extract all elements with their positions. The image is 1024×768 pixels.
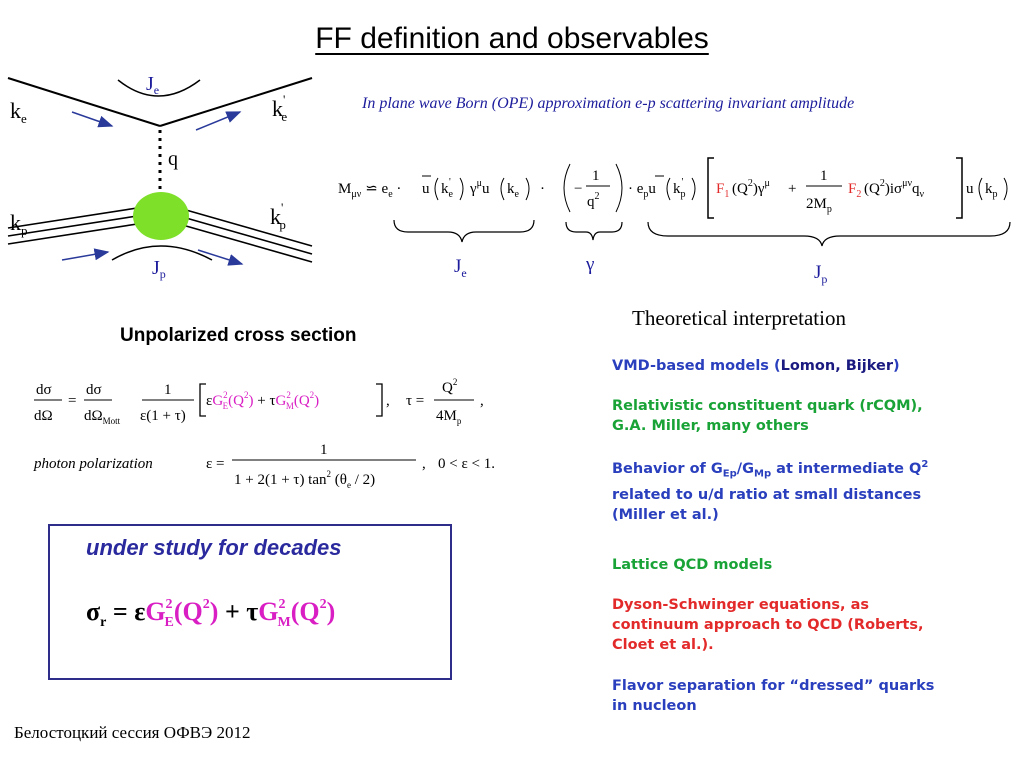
svg-text:u: u — [422, 181, 430, 197]
ke-label: k — [10, 98, 21, 123]
svg-text:q2: q2 — [587, 191, 600, 210]
svg-text:ke: ke — [507, 181, 520, 200]
svg-text:F2: F2 — [848, 181, 861, 200]
jp-brace — [647, 221, 1011, 247]
svg-text:Mμν⋍ ee ·: Mμν⋍ ee · — [338, 181, 401, 200]
jp-label: J — [152, 257, 160, 279]
svg-text:· epu: · epu — [628, 181, 656, 200]
svg-text:2Mp: 2Mp — [806, 196, 832, 215]
footer-text: Белостоцкий сессия ОФВЭ 2012 — [14, 723, 251, 742]
svg-text:1: 1 — [592, 168, 600, 184]
slide-title: FF definition and observables — [315, 22, 709, 55]
ke-arrow — [71, 111, 114, 128]
theory-item-vmd: VMD-based models (Lomon, Bijker) — [612, 358, 900, 374]
q-label: q — [168, 148, 178, 170]
gamma-brace — [565, 221, 623, 241]
svg-text:F1: F1 — [716, 181, 729, 200]
svg-text:1 + 2(1 + τ) tan2 (θe / 2): 1 + 2(1 + τ) tan2 (θe / 2) — [234, 469, 375, 490]
svg-text:−: − — [574, 181, 582, 197]
theory-item-lattice: Lattice QCD models — [612, 557, 773, 573]
svg-text:=: = — [68, 393, 76, 409]
svg-text:dΩMott: dΩMott — [84, 408, 121, 426]
svg-text:kp: kp — [985, 181, 998, 200]
je-brace-label: J — [454, 256, 461, 277]
svg-text:(Q2)γμ: (Q2)γμ — [732, 178, 770, 197]
kp-prime-arrow — [197, 249, 244, 266]
svg-text:,: , — [480, 393, 484, 409]
svg-text:Je: Je — [454, 256, 467, 280]
svg-text:Jp: Jp — [814, 262, 827, 286]
electron-line-in — [7, 77, 161, 127]
svg-text:1: 1 — [164, 382, 172, 398]
nucleon-blob — [133, 192, 189, 240]
svg-text:Q2: Q2 — [442, 377, 457, 396]
svg-text:k'p: k'p — [270, 200, 286, 232]
svg-text:kp': kp' — [673, 177, 686, 200]
svg-text:k'e: k'e — [272, 92, 287, 124]
decades-box — [48, 524, 452, 680]
svg-text:+: + — [788, 181, 796, 197]
je-brace — [393, 219, 535, 243]
svg-text:τ =: τ = — [406, 393, 424, 409]
gamma-brace-label: γ — [585, 254, 594, 275]
unpolarized-heading: Unpolarized cross section — [120, 325, 357, 346]
svg-text:ε(1 + τ): ε(1 + τ) — [140, 408, 186, 424]
svg-text:Je: Je — [146, 73, 159, 97]
svg-text:,: , — [386, 393, 390, 409]
theory-item-rcqm: Relativistic constituent quark (rCQM), G… — [612, 398, 923, 434]
ke-prime-label: k — [272, 96, 283, 121]
svg-text:·: · — [540, 181, 545, 197]
svg-text:ke': ke' — [441, 177, 454, 200]
jp-arc — [111, 245, 213, 261]
svg-text:dΩ: dΩ — [34, 408, 53, 424]
kp-arrow — [61, 248, 110, 261]
svg-text:1: 1 — [320, 442, 328, 458]
theory-item-dyson-schwinger: Dyson-Schwinger equations, as continuum … — [612, 597, 924, 653]
jp-brace-label: J — [814, 262, 821, 283]
feynman-diagram: Je ke k'e q kp k'p Jp — [7, 73, 313, 281]
photon-polarization-label: photon polarization — [33, 456, 153, 472]
kp-label: k — [10, 210, 21, 235]
kp-prime-label: k — [270, 204, 281, 229]
svg-text:dσ: dσ — [86, 382, 102, 398]
svg-text:4Mp: 4Mp — [436, 408, 462, 426]
ke-prime-arrow — [195, 111, 242, 131]
je-label: J — [146, 73, 154, 95]
theory-item-behavior: Behavior of GEp/GMp at intermediate Q2 r… — [612, 459, 929, 523]
proton-lines — [7, 205, 313, 263]
born-approximation-caption: In plane wave Born (OPE) approximation e… — [362, 95, 855, 112]
svg-text:γμu: γμu — [469, 178, 490, 197]
amplitude-equation: Mμν⋍ ee · u ke' γμu ke · − 1 q2 · epu kp… — [338, 157, 1011, 286]
svg-text:ε =: ε = — [206, 456, 225, 472]
theory-heading: Theoretical interpretation — [632, 306, 846, 330]
je-arc — [117, 79, 201, 97]
svg-text:kp: kp — [10, 210, 28, 238]
svg-text:ke: ke — [10, 98, 27, 126]
svg-text:(Q2)iσμνqν: (Q2)iσμνqν — [864, 178, 924, 200]
svg-text:dσ: dσ — [36, 382, 52, 398]
electron-line-out — [159, 77, 313, 127]
theory-item-flavor-separation: Flavor separation for “dressed” quarks i… — [612, 678, 935, 714]
svg-text:Jp: Jp — [152, 257, 166, 281]
svg-text:0 < ε < 1.: 0 < ε < 1. — [438, 456, 495, 472]
svg-text:1: 1 — [820, 168, 828, 184]
decades-label: under study for decades — [86, 535, 342, 560]
svg-text:,: , — [422, 456, 426, 472]
svg-text:u: u — [966, 181, 974, 197]
